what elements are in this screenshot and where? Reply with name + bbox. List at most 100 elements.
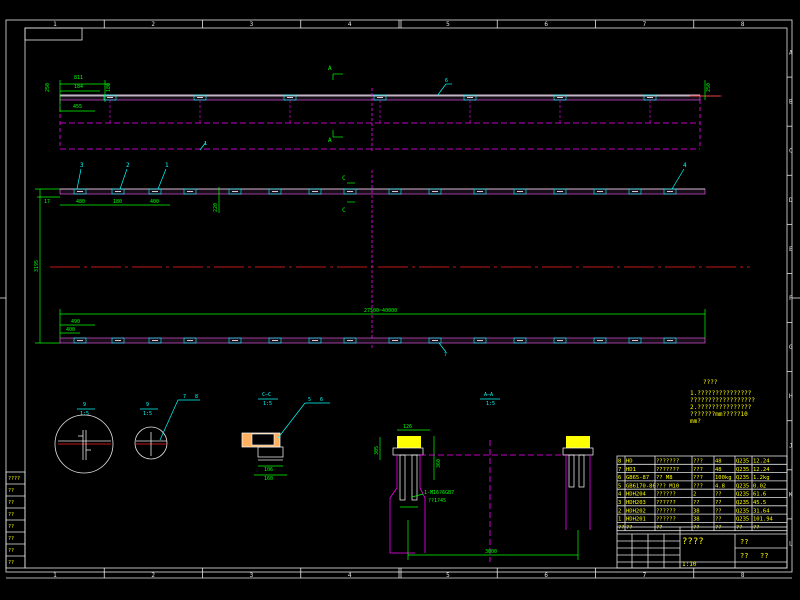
bom-cell: Q235 <box>736 492 749 498</box>
column-marker-bottom: 4 <box>348 572 352 579</box>
inner-frame <box>24 27 788 569</box>
column-marker-bottom: 3 <box>250 572 254 579</box>
section-cc-title: C—C <box>262 392 271 398</box>
dim-455: 455 <box>73 104 82 110</box>
bom-cell: ?? <box>693 525 700 531</box>
bom-cell: HDH203 <box>626 500 646 506</box>
bom-cell: Q235 <box>736 517 749 523</box>
long-label: 27500~40000 <box>364 308 397 314</box>
bom-cell: ?? <box>715 500 722 506</box>
dim-126: 126 <box>403 424 412 430</box>
bom-cell: 100kg <box>715 475 732 481</box>
column-marker-bottom: 6 <box>544 572 548 579</box>
title-block-scale: 1:10 <box>682 561 697 568</box>
bom-cell: ?? <box>753 525 760 531</box>
bom-cell: ?? <box>693 500 700 506</box>
revision-cell: ?? <box>8 536 14 542</box>
dim-184: 184 <box>74 84 83 90</box>
bom-cell: HD1 <box>626 467 636 473</box>
revision-block: ?????????????????? <box>5 471 26 569</box>
bom-cell: Q235 <box>736 467 749 473</box>
bom-cell: Q235 <box>736 483 749 489</box>
revision-cell: ?? <box>8 548 14 554</box>
bom-cell: ?????? <box>656 508 676 514</box>
bom-cell: Q235 <box>736 508 749 514</box>
row-marker: H <box>789 393 793 400</box>
title-block-cell-1: ???? <box>682 537 704 547</box>
bom-cell: 3 <box>618 500 621 506</box>
note-aa2: ??1?45 <box>428 498 446 504</box>
bom-cell: 12.24 <box>753 459 770 465</box>
leader-7-detail: 7 <box>183 394 186 400</box>
bom-cell: 101.94 <box>753 517 774 523</box>
bom-cell: Q235 <box>736 459 749 465</box>
technical-notes: ???? 1.??????????????? ?????????????????… <box>690 379 755 425</box>
section-aa-title: A—A <box>484 392 493 398</box>
dim-360: 360 <box>436 459 442 468</box>
bom-cell: 8 <box>618 459 621 465</box>
section-aa-scale: 1:5 <box>486 401 495 407</box>
column-marker-top: 6 <box>544 21 548 28</box>
bom-cell: ?? <box>715 525 722 531</box>
bom-cell: ?????? <box>656 517 676 523</box>
top-rail-view: 811 184 455 250 180 250 A A 6 1 <box>45 65 722 152</box>
title-block-cell-3: ?? <box>740 552 748 560</box>
row-marker: D <box>789 197 793 204</box>
leader-6: 6 <box>320 397 323 403</box>
bom-cell: ?????? <box>656 500 676 506</box>
bom-cell: 61.6 <box>753 492 766 498</box>
bom-cell: 31.64 <box>753 508 770 514</box>
bom-cell: 48 <box>715 467 722 473</box>
revision-cell: ?? <box>8 512 14 518</box>
bom-cell: 5 <box>618 483 621 489</box>
revision-cell: ?? <box>8 500 14 506</box>
dim-v3: 220 <box>213 203 219 212</box>
bom-cell: ?? <box>715 492 722 498</box>
column-marker-top: 3 <box>250 21 254 28</box>
row-marker: K <box>789 491 793 498</box>
column-marker-top: 1 <box>53 21 57 28</box>
leader-4: 4 <box>683 162 687 169</box>
column-marker-bottom: 7 <box>643 572 647 579</box>
row-marker: L <box>789 540 793 547</box>
bom-cell: 45.5 <box>753 500 766 506</box>
bom-cell: HDH201 <box>626 517 646 523</box>
leader-1: 1 <box>165 162 169 169</box>
column-marker-bottom: 2 <box>151 572 155 579</box>
bom-cell: 6 <box>618 475 621 481</box>
row-marker: A <box>789 50 793 57</box>
dim-480: 480 <box>76 199 85 205</box>
overall-span-dim: 3195 <box>34 260 40 272</box>
revision-cell: ?? <box>8 488 14 494</box>
dim-250-left: 250 <box>45 83 51 92</box>
bom-cell: ??? <box>693 467 703 473</box>
notes-line-1: 1.??????????????? <box>690 390 752 397</box>
leader-3: 3 <box>80 162 84 169</box>
bom-cell: 48 <box>715 459 722 465</box>
revision-cell: ?? <box>8 524 14 530</box>
bom-cell: HDH202 <box>626 508 646 514</box>
bom-cell: 1 <box>618 517 621 523</box>
leader-5: 5 <box>308 397 311 403</box>
bom-cell: ??? <box>693 475 703 481</box>
bom-cell: 0.02 <box>753 483 766 489</box>
title-block-cell-4: ?? <box>760 552 768 560</box>
column-marker-bottom: 5 <box>446 572 450 579</box>
leader-2: 2 <box>126 162 130 169</box>
bom-cell: 38 <box>693 517 700 523</box>
dim-160: 160 <box>264 476 273 482</box>
bom-cell: ?? M8 <box>656 475 673 481</box>
bom-cell: 7 <box>618 467 621 473</box>
section-a-bottom: A <box>328 137 332 144</box>
row-marker: G <box>789 344 793 351</box>
bom-cell: 12.24 <box>753 467 770 473</box>
dim-180-top: 180 <box>106 83 112 92</box>
bom-cell: GB65-87 <box>626 475 649 481</box>
column-marker-top: 8 <box>741 21 745 28</box>
bom-cell: ?? <box>715 517 722 523</box>
detail-view-2: 9 1:5 7 8 <box>134 394 200 460</box>
dim-305: 305 <box>374 446 380 455</box>
bom-cell: ??? <box>693 483 703 489</box>
